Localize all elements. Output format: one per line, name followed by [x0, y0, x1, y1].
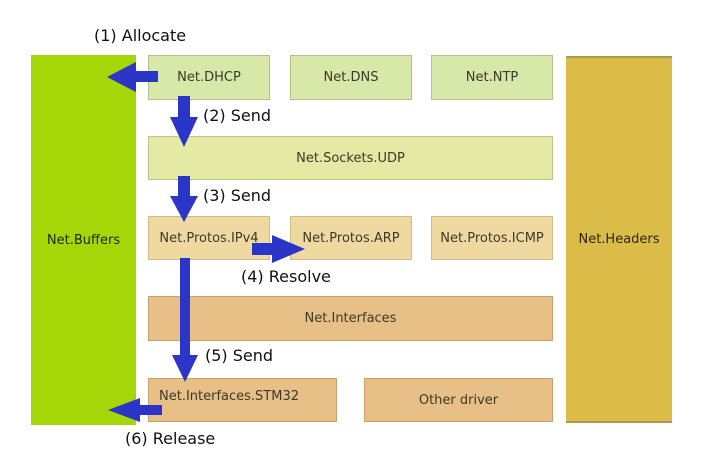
net-protos-arp-label: Net.Protos.ARP: [302, 230, 400, 246]
arrow-send-2-icon: [170, 96, 198, 147]
net-headers-block: Net.Headers: [566, 56, 672, 423]
arrow-send-5-icon: [172, 258, 198, 382]
net-sockets-udp-block: Net.Sockets.UDP: [148, 136, 553, 180]
step-1-allocate-label: (1) Allocate: [94, 26, 187, 45]
net-protos-ipv4-block: Net.Protos.IPv4: [148, 216, 270, 260]
net-protos-icmp-block: Net.Protos.ICMP: [431, 216, 553, 260]
net-interfaces-stm32-block: Net.Interfaces.STM32: [148, 378, 337, 422]
net-protos-icmp-label: Net.Protos.ICMP: [440, 230, 544, 246]
net-interfaces-label: Net.Interfaces: [304, 311, 397, 326]
arrow-allocate-icon: [107, 62, 158, 92]
net-dhcp-label: Net.DHCP: [177, 70, 241, 85]
net-dns-label: Net.DNS: [323, 70, 379, 85]
net-interfaces-block: Net.Interfaces: [148, 296, 553, 341]
net-interfaces-stm32-label: Net.Interfaces.STM32: [159, 389, 300, 404]
net-protos-arp-block: Net.Protos.ARP: [290, 216, 412, 260]
net-ntp-label: Net.NTP: [465, 70, 519, 85]
net-headers-label: Net.Headers: [578, 232, 660, 247]
step-3-send-label: (3) Send: [203, 186, 272, 205]
arrow-release-icon: [108, 398, 162, 422]
step-6-release-label: (6) Release: [125, 429, 216, 448]
net-dns-block: Net.DNS: [290, 55, 412, 100]
arrow-send-3-icon: [170, 176, 198, 222]
arrow-resolve-icon: [252, 235, 305, 263]
net-buffers-block: Net.Buffers: [31, 55, 136, 425]
net-protos-ipv4-label: Net.Protos.IPv4: [159, 230, 259, 246]
step-5-send-label: (5) Send: [205, 346, 274, 365]
other-driver-block: Other driver: [364, 378, 553, 422]
net-dhcp-block: Net.DHCP: [148, 55, 270, 100]
step-2-send-label: (2) Send: [203, 106, 272, 125]
net-ntp-block: Net.NTP: [431, 55, 553, 100]
net-sockets-udp-label: Net.Sockets.UDP: [296, 150, 405, 166]
other-driver-label: Other driver: [418, 392, 499, 408]
net-buffers-label: Net.Buffers: [46, 232, 121, 248]
step-4-resolve-label: (4) Resolve: [241, 267, 331, 286]
